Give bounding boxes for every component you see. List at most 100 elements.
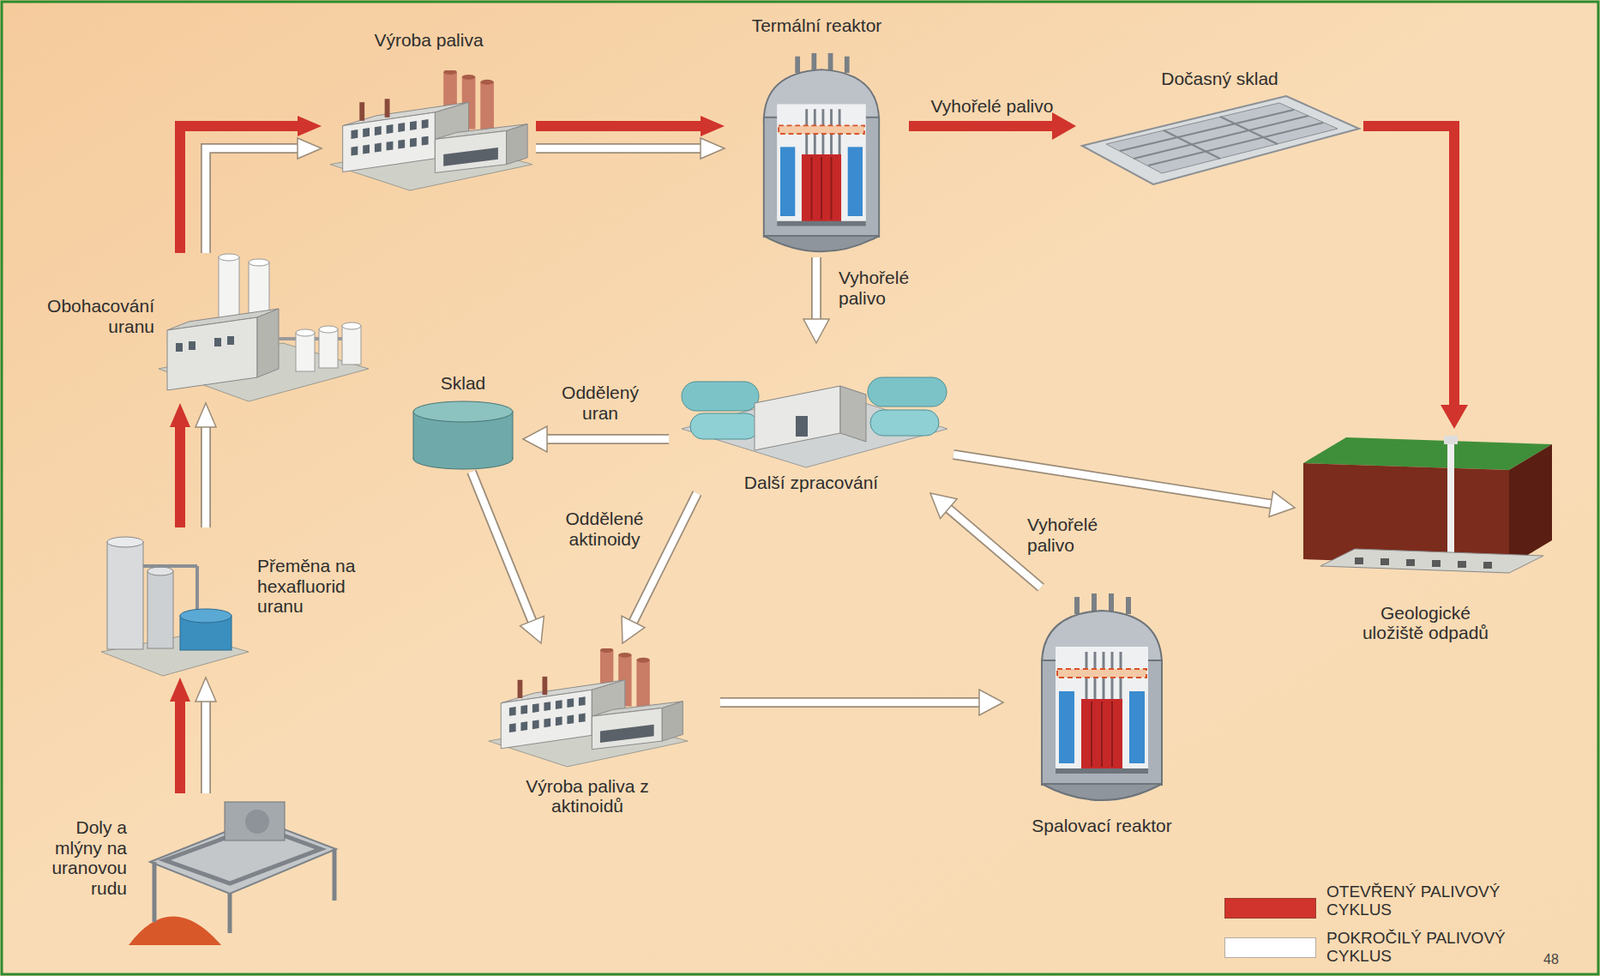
open-cycle-line	[535, 120, 704, 132]
flow-arrow	[720, 689, 1004, 716]
facility-label: Spalovací reaktor	[1031, 815, 1172, 837]
label-box: Doly a mlýny na uranovou rudu	[25, 817, 127, 898]
enrichment-plant	[342, 322, 361, 330]
enrichment-plant	[295, 332, 315, 372]
enrichment-plant	[227, 336, 235, 345]
storage-picture	[1082, 96, 1360, 185]
advanced-cycle-line	[471, 471, 534, 625]
advanced-cycle-line	[205, 148, 301, 253]
reprocessing-plant	[681, 377, 948, 468]
flow-arrow	[1363, 126, 1468, 429]
advanced-cycle-outline	[945, 506, 1041, 588]
advanced-cycle-line	[812, 257, 821, 323]
legend-swatch	[1224, 937, 1317, 958]
arrow-head	[803, 318, 830, 343]
enrichment-plant	[295, 329, 315, 337]
geological-repository	[1431, 559, 1441, 567]
arrow-head	[1269, 491, 1295, 518]
flow-arrow	[930, 493, 1041, 588]
advanced-cycle-outline	[543, 433, 669, 445]
label-box: Výroba paliva	[373, 30, 483, 51]
advanced-cycle-outline	[200, 697, 211, 794]
reprocessing-plant	[681, 381, 759, 411]
flow-arrow	[908, 112, 1077, 140]
reprocessing-plant	[754, 385, 841, 451]
geological-repository	[1443, 435, 1458, 445]
open-cycle-line	[908, 120, 1056, 132]
arrow-head	[195, 403, 217, 428]
facility-node: Dočasný sklad	[1076, 68, 1364, 193]
enrichment-plant	[248, 258, 270, 266]
label-box: Dočasný sklad	[1160, 68, 1279, 90]
geological-repository	[1354, 557, 1364, 565]
facility-label: Termální reaktor	[751, 15, 883, 37]
advanced-cycle-outline	[720, 697, 983, 708]
storage-tank	[413, 401, 513, 470]
enrichment-plant	[257, 308, 279, 378]
reprocessing-plant	[690, 413, 759, 440]
facility-node: Doly a mlýny na uranovou rudu	[8, 793, 343, 952]
facility-label: Výroba paliva z aktinoidů	[518, 775, 656, 817]
arrow-head	[700, 138, 725, 159]
enrichment-plant	[214, 337, 222, 347]
enrichment-plant	[318, 325, 338, 333]
flow-arrow	[169, 677, 217, 794]
facility-label: Dočasný sklad	[1160, 68, 1279, 90]
flow-arrow	[169, 403, 217, 528]
conversion-plant	[147, 566, 174, 576]
facility-node: Přeměna na hexafluorid uranu	[94, 527, 395, 678]
reprocessing-plant	[840, 385, 867, 442]
facility-node: Geologické uložiště odpadů	[1294, 428, 1557, 644]
factory-picture	[330, 69, 533, 191]
uranium-mill	[128, 916, 222, 946]
advanced-cycle-outline	[811, 257, 822, 323]
label-box: Výroba paliva z aktinoidů	[518, 775, 656, 817]
facility-node: Výroba paliva z aktinoidů	[454, 643, 721, 817]
enrichment-plant	[218, 253, 240, 261]
label-box: Přeměna na hexafluorid uranu	[257, 555, 365, 617]
factory-picture	[488, 647, 688, 767]
reprocessing-plant	[870, 409, 939, 436]
advanced-cycle-line	[202, 423, 211, 528]
reactor-picture	[1041, 593, 1162, 800]
arrow-head	[523, 426, 548, 452]
uranium-mill	[332, 848, 337, 901]
geological-repository	[1320, 548, 1544, 573]
arrow-head	[169, 677, 191, 702]
facility-label: Obohacování uranu	[30, 295, 155, 337]
conversion-plant	[107, 536, 144, 548]
storage-picture	[1163, 130, 1221, 159]
reprocessing-plant	[867, 377, 947, 407]
flow-arrow	[471, 471, 544, 644]
legend-swatch	[1224, 897, 1317, 919]
reactor-picture	[763, 53, 879, 252]
enrichment-plant	[167, 317, 258, 391]
advanced-cycle-line	[543, 435, 669, 444]
arrow-head	[195, 677, 217, 702]
edge-label: Vyhořelé palivo	[838, 267, 921, 308]
storage-picture	[1148, 122, 1324, 166]
advanced-cycle-outline	[953, 454, 1275, 505]
arrow-head	[930, 493, 957, 519]
label-box: Sklad	[440, 372, 487, 394]
flow-arrow	[803, 257, 830, 343]
storage-tank	[413, 401, 513, 422]
storage-picture	[1220, 116, 1278, 145]
advanced-cycle-line	[535, 144, 704, 153]
conversion-plant	[101, 536, 249, 676]
geological-repository	[1406, 559, 1415, 566]
uranium-mill	[228, 893, 233, 933]
conversion-plant	[180, 608, 232, 623]
facility-node: Další zpracování	[668, 342, 954, 494]
page-number: 48	[1543, 951, 1559, 968]
facility-label: Výroba paliva	[373, 30, 483, 51]
enrichment-plant	[342, 325, 361, 365]
facility-label: Sklad	[440, 372, 487, 394]
label-box: Další zpracování	[744, 472, 879, 494]
label-box: Geologické uložiště odpadů	[1350, 602, 1501, 644]
storage-picture	[1133, 115, 1309, 159]
advanced-cycle-outline	[200, 423, 211, 528]
legend-text: OTEVŘENÝ PALIVOVÝ CYKLUS	[1326, 883, 1541, 920]
facility-node: Spalovací reaktor	[1003, 587, 1201, 837]
